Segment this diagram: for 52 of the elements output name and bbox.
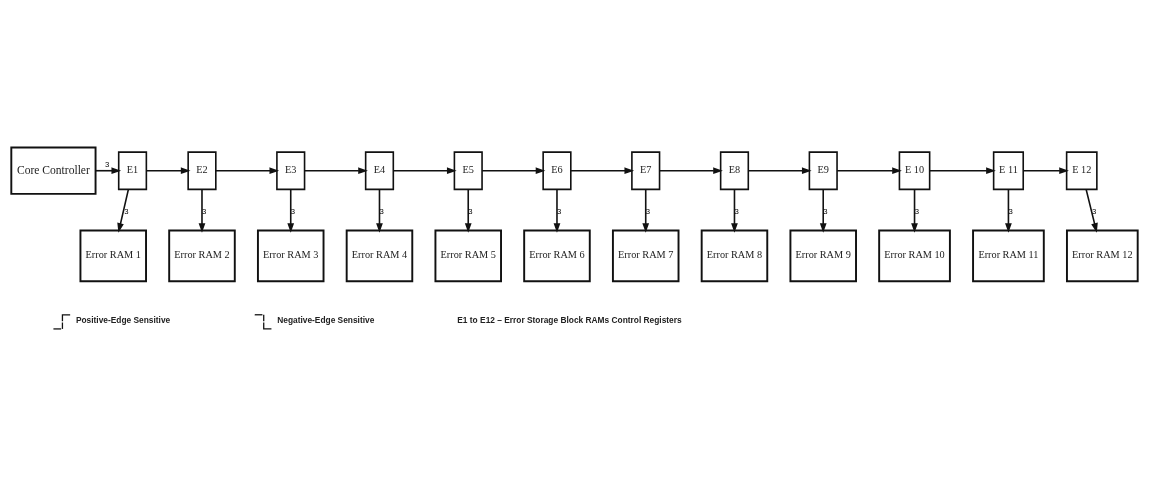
arrow xyxy=(819,188,827,233)
arrow xyxy=(303,166,368,174)
arrow xyxy=(928,166,996,174)
node-box: E1 xyxy=(117,150,148,190)
arrow xyxy=(553,188,561,233)
arrow xyxy=(642,188,650,233)
node-box: Error RAM 11 xyxy=(972,229,1045,282)
arrow xyxy=(198,188,206,233)
arrow xyxy=(145,166,191,174)
node-box: E8 xyxy=(719,150,750,190)
node-box: Error RAM 9 xyxy=(789,229,857,282)
node-box: E4 xyxy=(364,150,395,190)
arrow xyxy=(1005,188,1012,233)
node-box: E2 xyxy=(187,150,217,190)
node-box: E3 xyxy=(276,150,306,190)
arrow xyxy=(731,188,738,233)
node-box: Error RAM 6 xyxy=(523,229,591,282)
arrow xyxy=(747,166,812,174)
arrow xyxy=(1022,166,1069,174)
node-box: E6 xyxy=(542,150,572,190)
arrow xyxy=(570,166,635,174)
node-box: Error RAM 1 xyxy=(79,229,147,282)
arrow xyxy=(117,188,130,233)
node-box: E 11 xyxy=(992,150,1025,190)
node-box: E 10 xyxy=(898,150,931,190)
node-box: Error RAM 7 xyxy=(611,229,680,282)
label: E1 to E12 – Error Storage Block RAMs Control Registers xyxy=(457,314,682,325)
node-box: E7 xyxy=(631,150,661,190)
node-box: E9 xyxy=(808,150,838,190)
arrow xyxy=(911,188,918,233)
node-box: E 12 xyxy=(1065,150,1098,190)
arrow xyxy=(836,166,902,174)
arrow xyxy=(287,188,295,233)
node-box: E5 xyxy=(453,150,483,190)
arrow xyxy=(392,166,457,174)
node-box: Error RAM 4 xyxy=(345,229,414,282)
arrow xyxy=(464,188,472,233)
node-box: Error RAM 10 xyxy=(878,229,951,282)
node-box: Error RAM 2 xyxy=(168,229,236,282)
node-box: Error RAM 12 xyxy=(1066,229,1139,282)
arrow xyxy=(215,166,280,174)
node-box: Error RAM 5 xyxy=(434,229,502,282)
node-box: Error RAM 3 xyxy=(256,229,325,282)
legend-label: Negative-Edge Sensitive xyxy=(277,314,375,325)
node-box: Error RAM 8 xyxy=(700,229,769,282)
arrow xyxy=(658,166,723,174)
arrow xyxy=(1085,188,1098,233)
arrow xyxy=(481,166,546,174)
node-box: Core Controller xyxy=(10,146,97,195)
legend-label: Positive-Edge Sensitive xyxy=(75,314,171,325)
arrow xyxy=(376,188,383,233)
arrow xyxy=(94,166,122,174)
